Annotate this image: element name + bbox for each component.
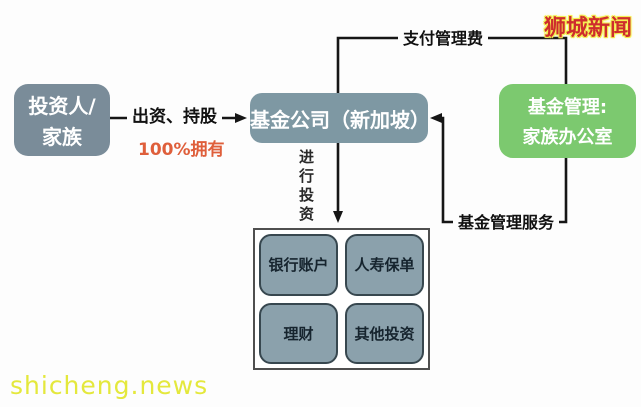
portfolio-item-label: 其他投资 bbox=[354, 324, 415, 343]
edge-service-label: 基金管理服务 bbox=[453, 212, 560, 233]
edge-service-line bbox=[430, 113, 568, 224]
site-watermark: shicheng.news bbox=[10, 371, 209, 400]
fund-company-label: 基金公司（新加坡） bbox=[250, 107, 430, 132]
fund-manager-label-line1: 基金管理: bbox=[527, 97, 608, 119]
investor-label-line2: 家族 bbox=[42, 125, 82, 149]
portfolio-item-label: 银行账户 bbox=[268, 256, 329, 275]
edge-ownership-label: 100%拥有 bbox=[138, 140, 225, 160]
portfolio-item-life-insurance: 人寿保单 bbox=[345, 234, 424, 296]
fund-company-node: 基金公司（新加坡） bbox=[250, 93, 430, 143]
portfolio-item-label: 理财 bbox=[283, 324, 314, 343]
edge-pay-fee-label: 支付管理费 bbox=[398, 28, 489, 49]
portfolio-item-wealth-management: 理财 bbox=[259, 302, 338, 364]
portfolio-item-bank-account: 银行账户 bbox=[259, 234, 338, 296]
portfolio-item-label: 人寿保单 bbox=[354, 256, 415, 275]
investor-node: 投资人/ 家族 bbox=[14, 84, 110, 156]
site-logo: 狮城新闻 bbox=[544, 16, 633, 41]
portfolio-group: 银行账户 人寿保单 理财 其他投资 bbox=[253, 228, 430, 370]
edge-contribute-label: 出资、持股 bbox=[127, 107, 222, 128]
fund-manager-node: 基金管理: 家族办公室 bbox=[499, 84, 636, 158]
edge-invest-label: 进行投资 bbox=[297, 149, 315, 225]
investor-label-line1: 投资人/ bbox=[28, 94, 96, 118]
fund-manager-label-line2: 家族办公室 bbox=[522, 126, 613, 148]
portfolio-item-other-investments: 其他投资 bbox=[345, 302, 424, 364]
